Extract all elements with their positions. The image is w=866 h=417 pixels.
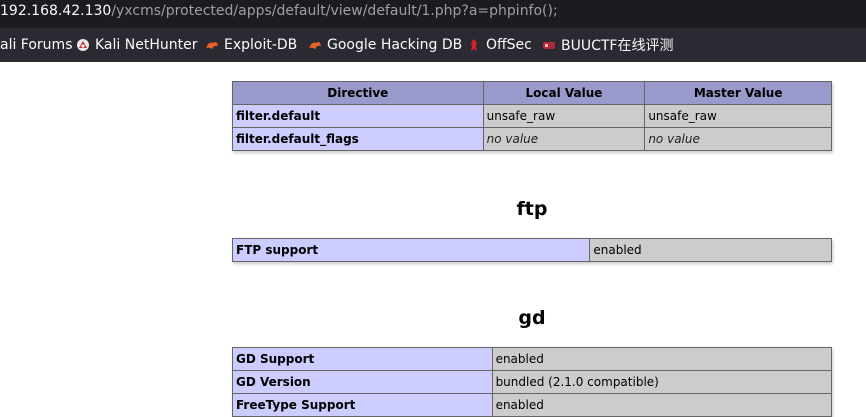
exploitdb-icon [205, 38, 219, 52]
local-value-cell: no value [482, 127, 646, 151]
header-master-value: Master Value [644, 81, 832, 105]
nethunter-icon [76, 38, 90, 52]
no-value-text: no value [486, 132, 539, 146]
header-directive: Directive [232, 81, 484, 105]
master-value-cell: unsafe_raw [644, 104, 832, 128]
bookmark-label: Kali NetHunter [95, 37, 198, 53]
page-content: Directive Local Value Master Value filte… [0, 62, 866, 417]
table-row: filter.default_flags no value no value [232, 127, 832, 151]
gd-table: GD Support enabled GD Version bundled (2… [232, 347, 833, 417]
key-cell: FTP support [231, 238, 591, 262]
ghdb-icon [308, 38, 322, 52]
filter-directive-table: Directive Local Value Master Value filte… [232, 81, 832, 151]
no-value-text: no value [648, 132, 700, 146]
url-host: 192.168.42.130 [0, 3, 112, 19]
table-row: filter.default unsafe_raw unsafe_raw [232, 104, 832, 128]
bookmark-kali-nethunter[interactable]: Kali NetHunter [76, 28, 197, 62]
url-path: /yxcms/protected/apps/default/view/defau… [111, 3, 558, 19]
directive-cell: filter.default [232, 104, 484, 128]
table-row: GD Support enabled [232, 347, 833, 371]
url-text[interactable]: 192.168.42.130/yxcms/protected/apps/defa… [0, 0, 558, 22]
bookmark-offsec[interactable]: OffSec [467, 28, 532, 62]
bookmark-label: Exploit-DB [224, 37, 298, 53]
bookmarks-toolbar: ali Forums Kali NetHunter Exploit-DB Goo… [0, 28, 866, 62]
value-cell: enabled [491, 393, 833, 417]
bookmark-exploit-db[interactable]: Exploit-DB [205, 28, 297, 62]
table-header-row: Directive Local Value Master Value [232, 81, 832, 105]
bookmark-label: OffSec [486, 37, 532, 53]
bookmark-kali-forums[interactable]: ali Forums [0, 28, 73, 62]
key-cell: FreeType Support [232, 393, 493, 417]
local-value-cell: unsafe_raw [482, 104, 646, 128]
table-row: FreeType Support enabled [232, 393, 833, 417]
offsec-icon [467, 38, 481, 52]
section-title-ftp: ftp [516, 198, 548, 220]
url-bar[interactable]: 192.168.42.130/yxcms/protected/apps/defa… [0, 0, 866, 28]
bookmark-buuctf[interactable]: BUUCTF在线评测 [542, 28, 673, 62]
bookmark-label: ali Forums [0, 37, 73, 53]
key-cell: GD Version [232, 370, 493, 394]
value-cell: enabled [589, 238, 832, 262]
bookmark-google-hacking-db[interactable]: Google Hacking DB [308, 28, 462, 62]
bookmark-label: BUUCTF在线评测 [561, 38, 674, 54]
header-local-value: Local Value [482, 81, 646, 105]
ftp-table: FTP support enabled [231, 238, 832, 262]
value-cell: enabled [491, 347, 833, 371]
table-row: FTP support enabled [231, 238, 832, 262]
value-cell: bundled (2.1.0 compatible) [491, 370, 833, 394]
bookmark-label: Google Hacking DB [327, 37, 463, 53]
buuctf-icon [542, 38, 556, 52]
section-title-gd: gd [518, 307, 546, 329]
key-cell: GD Support [232, 347, 493, 371]
directive-cell: filter.default_flags [232, 127, 484, 151]
table-row: GD Version bundled (2.1.0 compatible) [232, 370, 833, 394]
master-value-cell: no value [644, 127, 832, 151]
